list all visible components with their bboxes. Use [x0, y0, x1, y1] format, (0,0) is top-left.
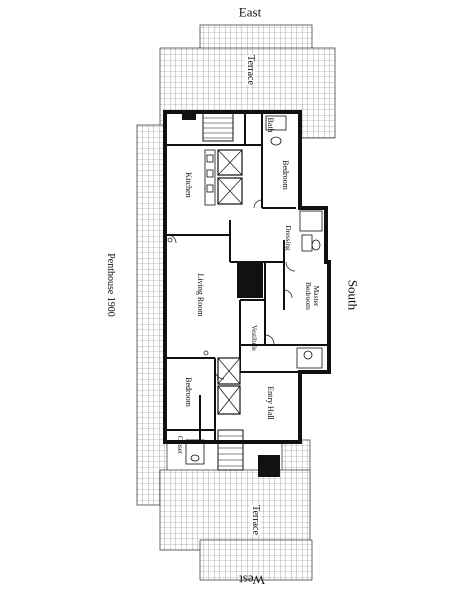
terrace-east-label: Terrace	[245, 55, 256, 85]
stairs	[202, 112, 244, 471]
terrace-west-label: Terrace	[250, 505, 261, 535]
fixtures	[185, 115, 323, 465]
room-bedroom-west-label: Bedroom	[184, 377, 193, 407]
elevator-crosses	[217, 149, 243, 415]
room-bedroom-east-label: Bedroom	[281, 160, 290, 190]
exterior-walls	[163, 110, 331, 444]
compass-east: East	[238, 4, 262, 20]
room-entry-hall-label: Entry Hall	[266, 386, 275, 420]
room-dressing-label: Dressing	[284, 225, 292, 251]
room-living-label: Living Room	[196, 273, 205, 317]
door-swings	[167, 199, 296, 380]
room-bath-label: Bath	[266, 117, 275, 133]
compass-south: South	[345, 279, 361, 311]
service-shafts	[182, 112, 280, 477]
room-vestibule-label: Vestibule	[250, 324, 258, 352]
compass-west: West	[239, 572, 265, 588]
room-kitchen-label: Kitchen	[184, 172, 193, 198]
plan-title: Penthouse 1900	[105, 253, 116, 317]
room-closet-label: Closet	[176, 436, 184, 454]
room-master-bedroom-label: Master Bedroom	[304, 282, 321, 310]
